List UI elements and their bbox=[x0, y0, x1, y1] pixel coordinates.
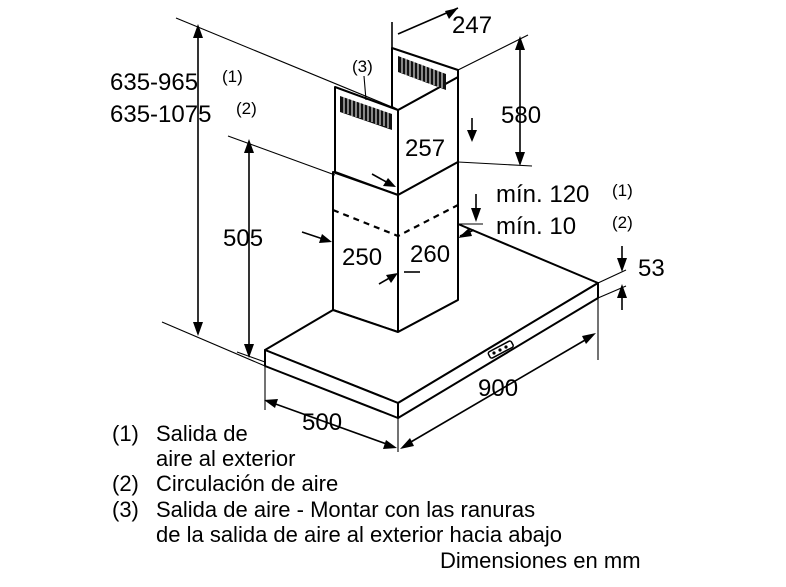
label-min-1-note: (1) bbox=[612, 181, 633, 200]
label-900: 900 bbox=[478, 375, 518, 402]
dimension-lines bbox=[161, 7, 627, 452]
label-500: 500 bbox=[302, 409, 342, 436]
vent-slots-back bbox=[398, 56, 446, 90]
label-height-2: 635-1075 bbox=[110, 101, 211, 128]
legend-item3-line1: Salida de aire - Montar con las ranuras bbox=[156, 497, 535, 522]
legend-item2-num: (2) bbox=[112, 471, 139, 496]
legend-item2-line1: Circulación de aire bbox=[156, 471, 338, 496]
legend-item3-num: (3) bbox=[112, 497, 139, 522]
label-247: 247 bbox=[452, 12, 492, 39]
label-505: 505 bbox=[223, 225, 263, 252]
hood-body bbox=[264, 47, 599, 419]
legend-item3-line2: de la salida de aire al exterior hacia a… bbox=[156, 522, 562, 547]
legend-item1-line1: Salida de bbox=[156, 421, 248, 446]
label-53: 53 bbox=[638, 255, 665, 282]
legend-item1-num: (1) bbox=[112, 421, 139, 446]
dim-line-500 bbox=[269, 401, 393, 447]
dimension-labels: 247 580 257 505 250 260 53 900 500 635-9… bbox=[110, 12, 665, 436]
units-note: Dimensiones en mm bbox=[440, 548, 641, 573]
label-min-1: mín. 120 bbox=[496, 181, 589, 208]
label-min-2-note: (2) bbox=[612, 213, 633, 232]
label-height-2-note: (2) bbox=[236, 99, 257, 118]
chimney-overlap-line bbox=[332, 204, 459, 238]
dim-line-900 bbox=[403, 335, 593, 447]
label-260: 260 bbox=[410, 241, 450, 268]
label-257: 257 bbox=[405, 135, 445, 162]
label-height-1-note: (1) bbox=[222, 67, 243, 86]
legend-item1-line2: aire al exterior bbox=[156, 446, 295, 471]
label-580: 580 bbox=[501, 102, 541, 129]
vent-slots-front bbox=[340, 96, 392, 130]
callout-3: (3) bbox=[352, 57, 373, 76]
label-min-2: mín. 10 bbox=[496, 213, 576, 240]
label-250: 250 bbox=[342, 244, 382, 271]
label-height-1: 635-965 bbox=[110, 69, 198, 96]
legend: (1) Salida de aire al exterior (2) Circu… bbox=[112, 421, 641, 573]
